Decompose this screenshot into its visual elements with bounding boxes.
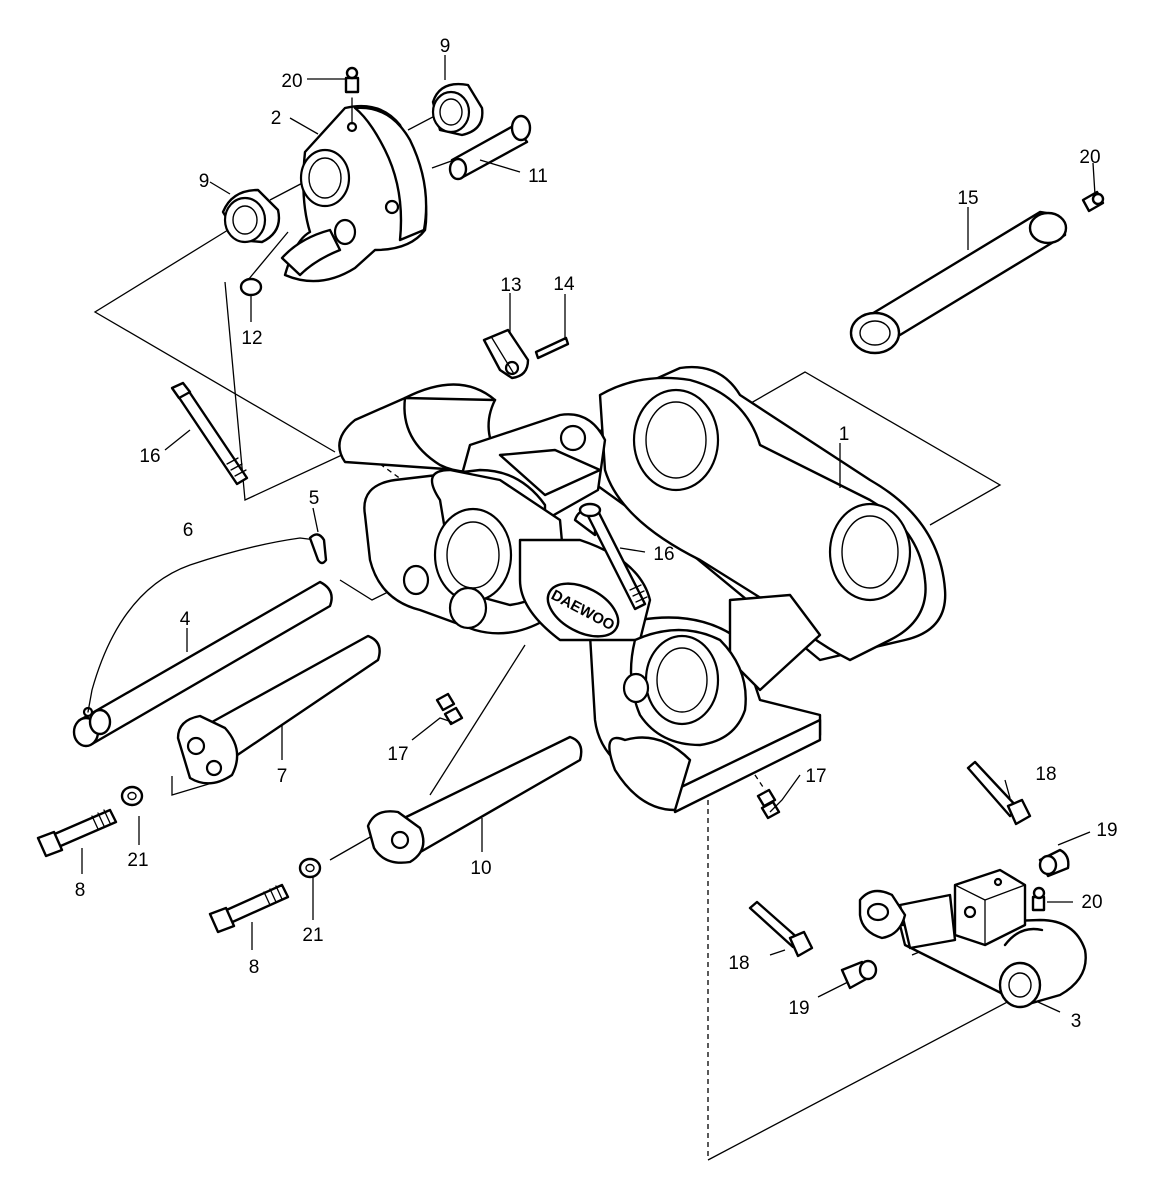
callout-labels: 1 2 3 4 5 6 7 8 8 9 9 10 11 12 13 14 15 …	[75, 36, 1118, 1032]
pin-7	[176, 634, 381, 785]
daewoo-logo	[546, 582, 620, 638]
callout-11: 11	[528, 166, 548, 187]
adapter-2	[280, 97, 428, 283]
coupler-frame: DAEWOO	[338, 365, 947, 814]
callout-3: 3	[1071, 1011, 1082, 1032]
washers-21	[120, 785, 322, 879]
bolts-8	[36, 808, 290, 934]
callout-12: 12	[241, 328, 262, 349]
callout-13: 13	[500, 275, 521, 296]
callout-21-left: 21	[127, 850, 148, 871]
callout-18-top: 18	[1035, 764, 1056, 785]
hoses-18	[748, 760, 1032, 958]
callout-8-right: 8	[249, 957, 260, 978]
callout-16-left: 16	[139, 446, 160, 467]
cylinder-3	[858, 868, 1087, 1009]
callout-18-bottom: 18	[728, 953, 749, 974]
bolt-16-left	[170, 381, 249, 486]
callout-17-right: 17	[805, 766, 826, 787]
callout-1: 1	[839, 424, 850, 445]
bolt-16-center	[578, 502, 648, 611]
callout-9-left: 9	[199, 171, 210, 192]
callout-2: 2	[271, 108, 282, 129]
callout-21-right: 21	[302, 925, 323, 946]
bushing-9-lower	[221, 188, 281, 244]
callout-20-cylinder: 20	[1081, 892, 1102, 913]
fittings-19	[840, 848, 1070, 990]
callout-5: 5	[309, 488, 320, 509]
fittings-17	[435, 692, 781, 820]
callout-14: 14	[553, 274, 575, 295]
callout-leaders	[81, 55, 1096, 1013]
callout-17-left: 17	[387, 744, 408, 765]
fitting-20-cylinder	[1031, 886, 1046, 912]
ring-12	[239, 277, 263, 297]
callout-20-top: 20	[281, 71, 302, 92]
fitting-20-top	[344, 66, 360, 94]
callout-8-left: 8	[75, 880, 86, 901]
callout-4: 4	[180, 609, 191, 630]
callout-9-top: 9	[440, 36, 451, 57]
callout-6: 6	[183, 520, 194, 541]
callout-16-center: 16	[653, 544, 674, 565]
lock-13	[482, 328, 530, 380]
pin-4	[72, 533, 333, 748]
bushing-9-upper	[431, 82, 484, 137]
pin-10	[366, 735, 583, 864]
pin-14	[534, 336, 570, 360]
callout-19-bottom: 19	[788, 998, 809, 1019]
callout-19-top: 19	[1096, 820, 1117, 841]
callout-10: 10	[470, 858, 491, 879]
callout-20-pin: 20	[1079, 147, 1100, 168]
pin-11	[448, 114, 532, 181]
callout-7: 7	[277, 766, 288, 787]
pin-15	[849, 190, 1105, 355]
callout-15: 15	[957, 188, 978, 209]
